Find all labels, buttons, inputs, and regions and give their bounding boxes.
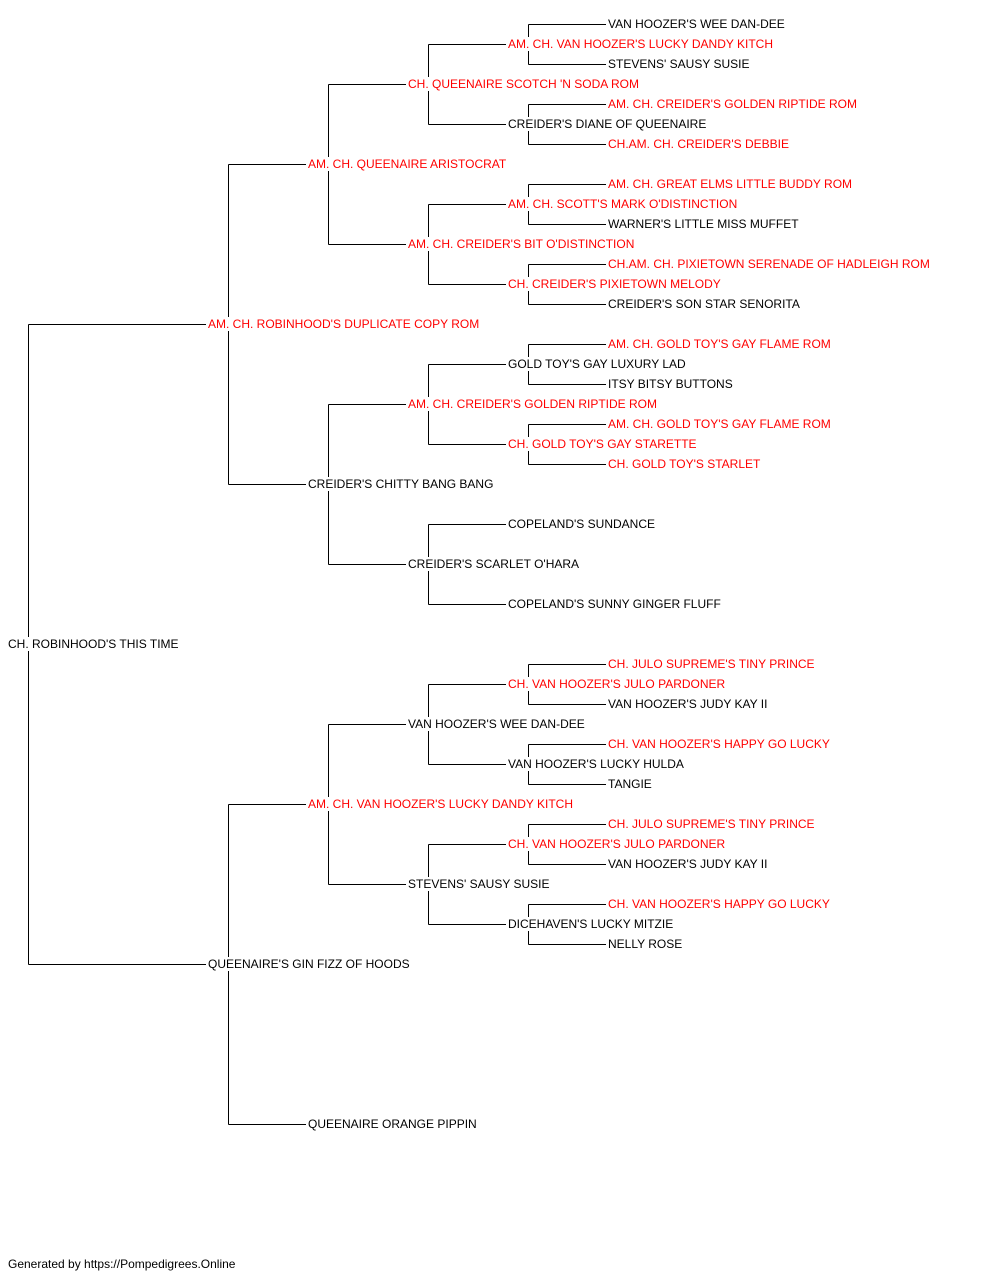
sire-name: COPELAND'S SUNDANCE [508, 517, 657, 531]
sire-name: CH. QUEENAIRE SCOTCH 'N SODA ROM [408, 77, 641, 91]
dam-name: CREIDER'S DIANE OF QUEENAIRE [508, 117, 709, 131]
sire-name: AM. CH. CREIDER'S GOLDEN RIPTIDE ROM [408, 397, 659, 411]
sire-name: AM. CH. VAN HOOZER'S LUCKY DANDY KITCH [308, 797, 576, 811]
generator-credit: Generated by https://Pompedigrees.Online [8, 1257, 236, 1271]
sire-name: CH. JULO SUPREME'S TINY PRINCE [608, 817, 817, 831]
dam-name: TANGIE [608, 777, 654, 791]
dam-name: NELLY ROSE [608, 937, 685, 951]
dam-name: ITSY BITSY BUTTONS [608, 377, 735, 391]
dam-name: CH.AM. CH. CREIDER'S DEBBIE [608, 137, 791, 151]
sire-name: AM. CH. VAN HOOZER'S LUCKY DANDY KITCH [508, 37, 776, 51]
dam-name: COPELAND'S SUNNY GINGER FLUFF [508, 597, 723, 611]
sire-name: AM. CH. GOLD TOY'S GAY FLAME ROM [608, 417, 833, 431]
dam-name: CH. CREIDER'S PIXIETOWN MELODY [508, 277, 723, 291]
sire-name: VAN HOOZER'S WEE DAN-DEE [408, 717, 587, 731]
dam-name: VAN HOOZER'S JUDY KAY II [608, 697, 770, 711]
dam-name: STEVENS' SAUSY SUSIE [408, 877, 552, 891]
sire-name: CH. JULO SUPREME'S TINY PRINCE [608, 657, 817, 671]
sire-name: CH.AM. CH. PIXIETOWN SERENADE OF HADLEIG… [608, 257, 932, 271]
dam-name: WARNER'S LITTLE MISS MUFFET [608, 217, 801, 231]
dam-name: VAN HOOZER'S JUDY KAY II [608, 857, 770, 871]
sire-name: AM. CH. GOLD TOY'S GAY FLAME ROM [608, 337, 833, 351]
dam-name: CREIDER'S SCARLET O'HARA [408, 557, 582, 571]
dam-name: CH. GOLD TOY'S GAY STARETTE [508, 437, 699, 451]
sire-name: AM. CH. SCOTT'S MARK O'DISTINCTION [508, 197, 740, 211]
dam-name: CREIDER'S CHITTY BANG BANG [308, 477, 496, 491]
dam-name: VAN HOOZER'S LUCKY HULDA [508, 757, 686, 771]
sire-name: AM. CH. QUEENAIRE ARISTOCRAT [308, 157, 509, 171]
dam-name: QUEENAIRE'S GIN FIZZ OF HOODS [208, 957, 412, 971]
sire-name: AM. CH. ROBINHOOD'S DUPLICATE COPY ROM [208, 317, 482, 331]
sire-name: CH. VAN HOOZER'S HAPPY GO LUCKY [608, 737, 832, 751]
dam-name: CREIDER'S SON STAR SENORITA [608, 297, 802, 311]
subject-name: CH. ROBINHOOD'S THIS TIME [8, 637, 181, 651]
sire-name: VAN HOOZER'S WEE DAN-DEE [608, 17, 787, 31]
dam-name: STEVENS' SAUSY SUSIE [608, 57, 752, 71]
sire-name: CH. VAN HOOZER'S HAPPY GO LUCKY [608, 897, 832, 911]
sire-name: AM. CH. CREIDER'S GOLDEN RIPTIDE ROM [608, 97, 859, 111]
sire-name: GOLD TOY'S GAY LUXURY LAD [508, 357, 688, 371]
sire-name: AM. CH. GREAT ELMS LITTLE BUDDY ROM [608, 177, 855, 191]
dam-name: DICEHAVEN'S LUCKY MITZIE [508, 917, 676, 931]
dam-name: QUEENAIRE ORANGE PIPPIN [308, 1117, 479, 1131]
sire-name: CH. VAN HOOZER'S JULO PARDONER [508, 837, 728, 851]
sire-name: CH. VAN HOOZER'S JULO PARDONER [508, 677, 728, 691]
dam-name: AM. CH. CREIDER'S BIT O'DISTINCTION [408, 237, 637, 251]
dam-name: CH. GOLD TOY'S STARLET [608, 457, 763, 471]
